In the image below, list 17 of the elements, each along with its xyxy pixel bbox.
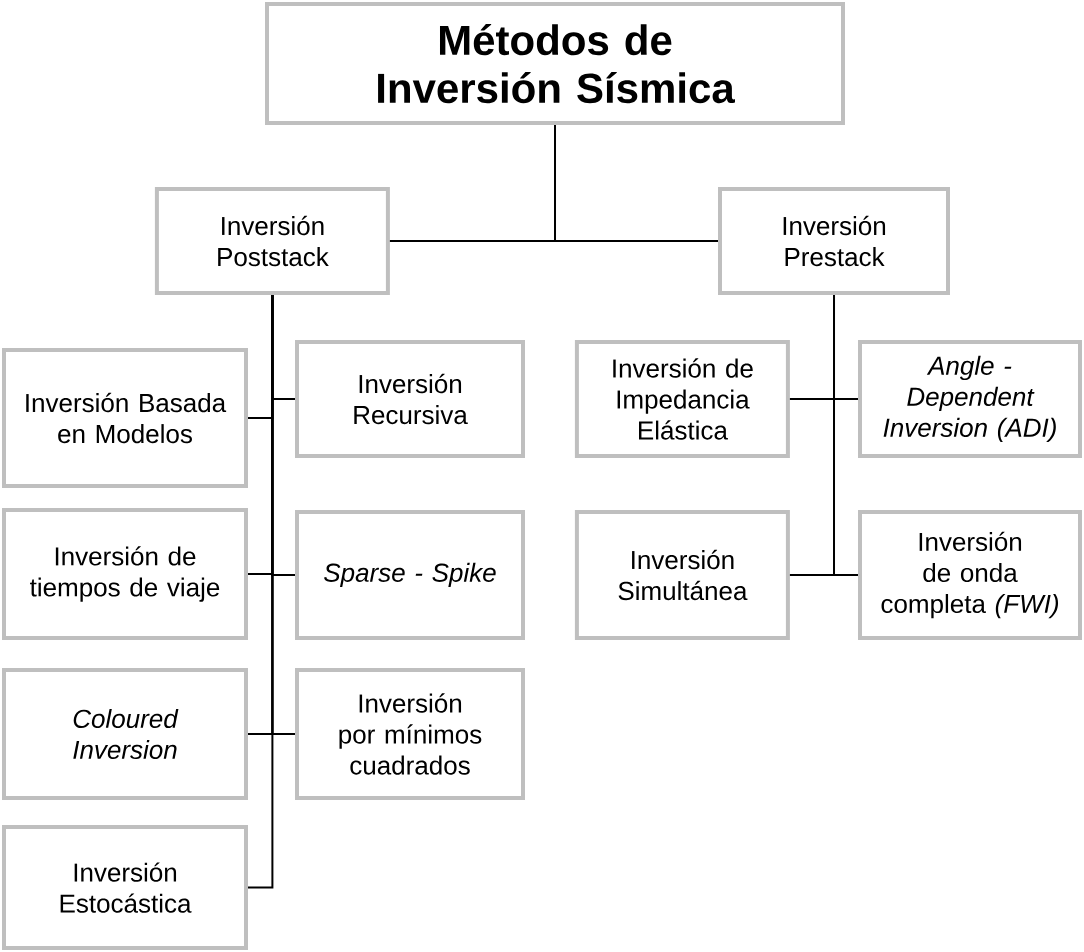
connector-line [247, 294, 274, 889]
method-box: Inversión de tiempos de viaje [2, 508, 248, 640]
method-box: Inversión Simultánea [574, 510, 790, 640]
title-box: Métodos de Inversión Sísmica [265, 2, 845, 126]
method-box: Inversión por mínimos cuadrados [295, 668, 525, 800]
method-box: Inversión Prestack [718, 187, 950, 295]
connector-line [833, 294, 859, 576]
method-box: Angle - Dependent Inversion (ADI) [858, 340, 1082, 458]
connector-line [554, 124, 719, 242]
method-box: Inversión Recursiva [295, 340, 525, 458]
method-box: Inversión de Impedancia Elástica [574, 340, 790, 458]
method-box: Sparse - Spike [295, 510, 525, 640]
method-box: Inversión Estocástica [2, 825, 248, 951]
method-box: Coloured Inversion [2, 668, 248, 800]
method-box: Inversión Basada en Modelos [2, 348, 248, 488]
method-box: Inversión Poststack [154, 187, 390, 295]
method-box: Inversión de onda completa (FWI) [858, 510, 1082, 640]
